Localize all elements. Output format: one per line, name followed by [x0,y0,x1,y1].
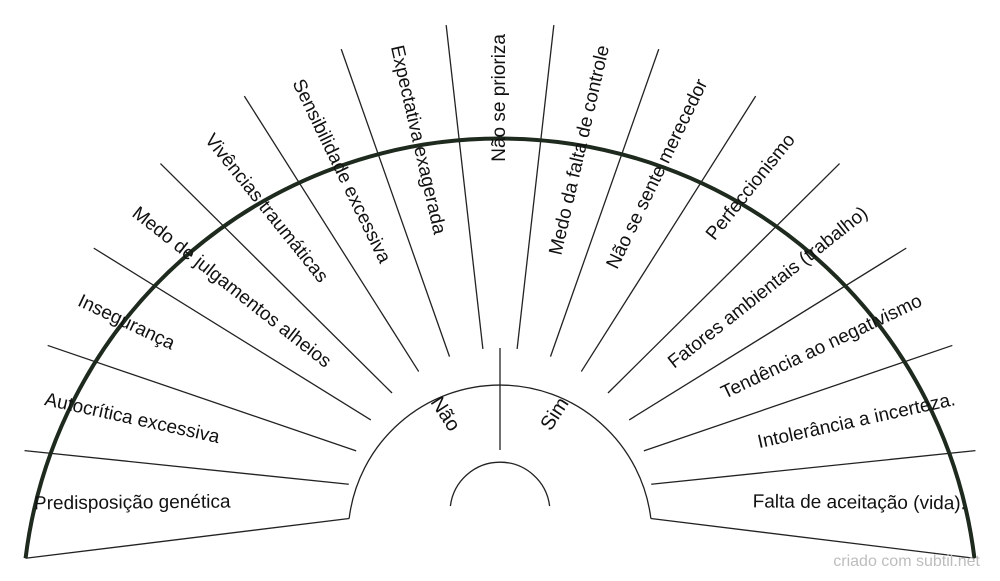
divider-line [25,517,350,559]
rims [23,136,977,559]
outer-rim [23,136,977,559]
segment-label: Perfeccionismo [702,130,800,244]
divider-line [650,517,975,559]
segment-label: Falta de aceitação (vida). [753,491,967,514]
divider-line [24,449,349,485]
divider-line [607,163,841,394]
divider-line [549,48,660,357]
divider-line [445,24,484,350]
divider-line [651,449,976,485]
segment-label: Vivências traumáticas [200,130,332,287]
segment-label: Não se sente merecedor [603,75,713,272]
divider-line [93,247,372,421]
divider-line [628,247,907,421]
inner-hub-rim [348,384,652,519]
segment-label: Autocrítica excessiva [43,389,222,448]
divider-lines [24,24,976,559]
center-label-sim: Sim [536,394,573,435]
segment-label: Insegurança [75,291,179,355]
segment-label: Expectativa exagerada [386,43,450,237]
divider-line [516,24,555,350]
divider-line [159,163,393,394]
segment-label: Predisposição genética [34,492,231,515]
divider-line [643,344,953,452]
divider-line [243,95,420,372]
segment-label: Não se prioriza [489,34,510,162]
center-hole-rim [449,461,551,507]
divider-line [580,95,757,372]
divider-line [47,344,357,452]
center-label-nao: Não [426,393,464,436]
segment-label: Intolerância a incerteza. [756,389,958,453]
credit-watermark: criado com subtil.net [833,553,980,570]
divider-line [340,48,451,357]
